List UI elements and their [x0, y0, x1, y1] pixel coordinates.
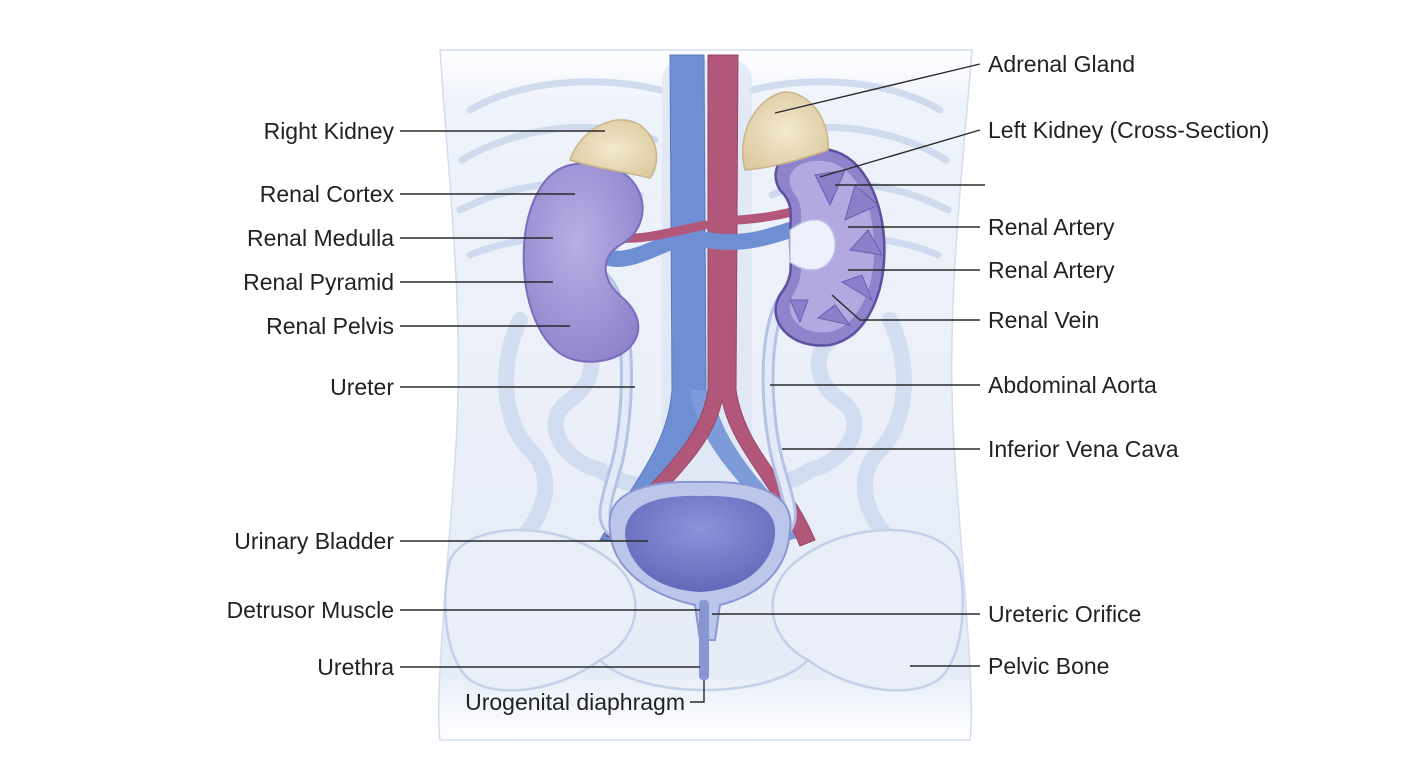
right-adrenal-gland: [569, 119, 658, 179]
label-abdominal-aorta: Abdominal Aorta: [988, 372, 1157, 398]
label-renal-medulla: Renal Medulla: [247, 225, 394, 251]
left-kidney-cross-section: [774, 146, 886, 347]
label-detrusor-muscle: Detrusor Muscle: [227, 597, 394, 623]
label-ureteric-orifice: Ureteric Orifice: [988, 601, 1141, 627]
label-renal-vein: Renal Vein: [988, 307, 1099, 333]
label-adrenal-gland: Adrenal Gland: [988, 51, 1135, 77]
label-renal-artery-lower: Renal Artery: [988, 257, 1115, 283]
label-renal-cortex: Renal Cortex: [260, 181, 395, 207]
label-urogenital-diaphragm: Urogenital diaphragm: [465, 689, 685, 715]
label-ureter: Ureter: [330, 374, 394, 400]
label-renal-artery-upper: Renal Artery: [988, 214, 1115, 240]
label-urinary-bladder: Urinary Bladder: [234, 528, 394, 554]
label-urethra: Urethra: [317, 654, 394, 680]
left-adrenal-gland: [742, 91, 829, 171]
label-renal-pelvis: Renal Pelvis: [266, 313, 394, 339]
leader-lines: [400, 63, 985, 703]
label-renal-pyramid: Renal Pyramid: [243, 269, 394, 295]
label-inferior-vena-cava: Inferior Vena Cava: [988, 436, 1179, 462]
labels-left: Right Kidney Renal Cortex Renal Medulla …: [227, 118, 685, 715]
label-pelvic-bone: Pelvic Bone: [988, 653, 1109, 679]
label-right-kidney: Right Kidney: [264, 118, 395, 144]
labels-right: Adrenal Gland Left Kidney (Cross-Section…: [988, 51, 1269, 679]
right-kidney: [522, 162, 644, 363]
urinary-bladder-shape: [608, 480, 792, 641]
urethra-shape: [699, 600, 709, 680]
label-left-kidney-cross-section: Left Kidney (Cross-Section): [988, 117, 1269, 143]
